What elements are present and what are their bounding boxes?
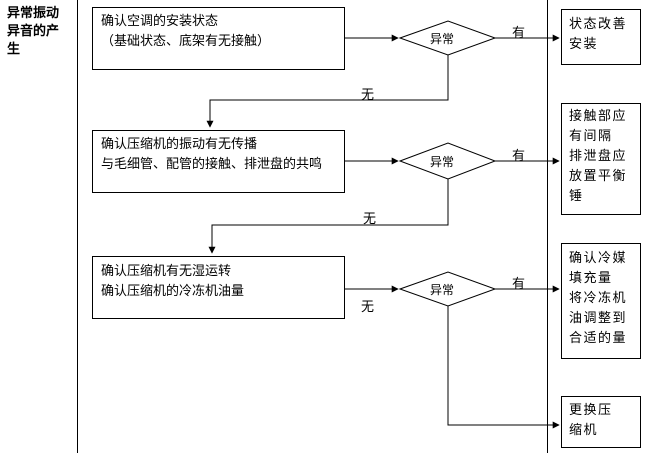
result-3-line: 确认冷媒 [569, 251, 628, 266]
no-label-2: 无 [363, 212, 377, 227]
step-box-1 [92, 7, 345, 70]
result-box-3 [561, 243, 641, 359]
step-text-3: 确认压缩机有无湿运转 确认压缩机的冷冻机油量 [101, 262, 244, 302]
step-1-line-1: 确认空调的安装状态 [101, 14, 219, 29]
result-3-line: 合适的量 [569, 331, 628, 346]
category-label-line: 异常振动 [7, 6, 60, 21]
decision-label-3: 异常 [430, 283, 455, 297]
result-2-line: 排泄盘应 [569, 149, 628, 164]
step-box-3 [92, 256, 345, 319]
result-1-line: 安装 [569, 37, 599, 52]
result-1-line: 状态改善 [569, 17, 628, 32]
yes-label-3: 有 [512, 277, 526, 292]
result-text-3: 确认冷媒 填充量 将冷冻机 油调整到 合适的量 [569, 249, 627, 349]
result-2-line: 接触部应 [569, 109, 628, 124]
no-label-1: 无 [361, 88, 375, 103]
result-box-1 [561, 9, 641, 65]
decision-label-2: 异常 [430, 155, 455, 169]
result-4-line: 更换压 [569, 403, 613, 418]
result-3-line: 将冷冻机 [569, 291, 628, 306]
no-path-2 [208, 179, 449, 254]
step-3-line-1: 确认压缩机有无湿运转 [101, 264, 232, 279]
category-label-line: 异音的产 [7, 24, 60, 39]
yes-label-2: 有 [512, 149, 526, 164]
yes-label-1: 有 [512, 26, 526, 41]
category-label-line: 生 [7, 42, 21, 57]
result-2-line: 锤 [569, 189, 584, 204]
decision-label-1: 异常 [430, 32, 455, 46]
no-label-3: 无 [361, 300, 375, 315]
result-4-line: 缩机 [569, 423, 599, 438]
no-path-3 [447, 306, 560, 429]
step-1-line-2: （基础状态、底架有无接触） [101, 34, 271, 49]
step-2-line-1: 确认压缩机的振动有无传播 [101, 137, 258, 152]
step-text-1: 确认空调的安装状态 （基础状态、底架有无接触） [101, 12, 270, 52]
result-text-2: 接触部应 有间隔 排泄盘应 放置平衡 锤 [569, 107, 627, 207]
step-text-2: 确认压缩机的振动有无传播 与毛细管、配管的接触、排泄盘的共鸣 [101, 135, 322, 175]
step-box-2 [92, 130, 345, 193]
step-3-line-2: 确认压缩机的冷冻机油量 [101, 284, 245, 299]
step-2-line-2: 与毛细管、配管的接触、排泄盘的共鸣 [101, 157, 323, 172]
no-path-1 [206, 55, 449, 128]
result-text-1: 状态改善 安装 [569, 15, 627, 55]
category-label: 异常振动 异音的产 生 [7, 5, 59, 59]
result-2-line: 有间隔 [569, 129, 613, 144]
result-2-line: 放置平衡 [569, 169, 628, 184]
result-3-line: 油调整到 [569, 311, 628, 326]
result-3-line: 填充量 [569, 271, 613, 286]
result-text-4: 更换压 缩机 [569, 401, 613, 441]
result-box-2 [561, 103, 641, 215]
result-box-4 [561, 396, 641, 448]
